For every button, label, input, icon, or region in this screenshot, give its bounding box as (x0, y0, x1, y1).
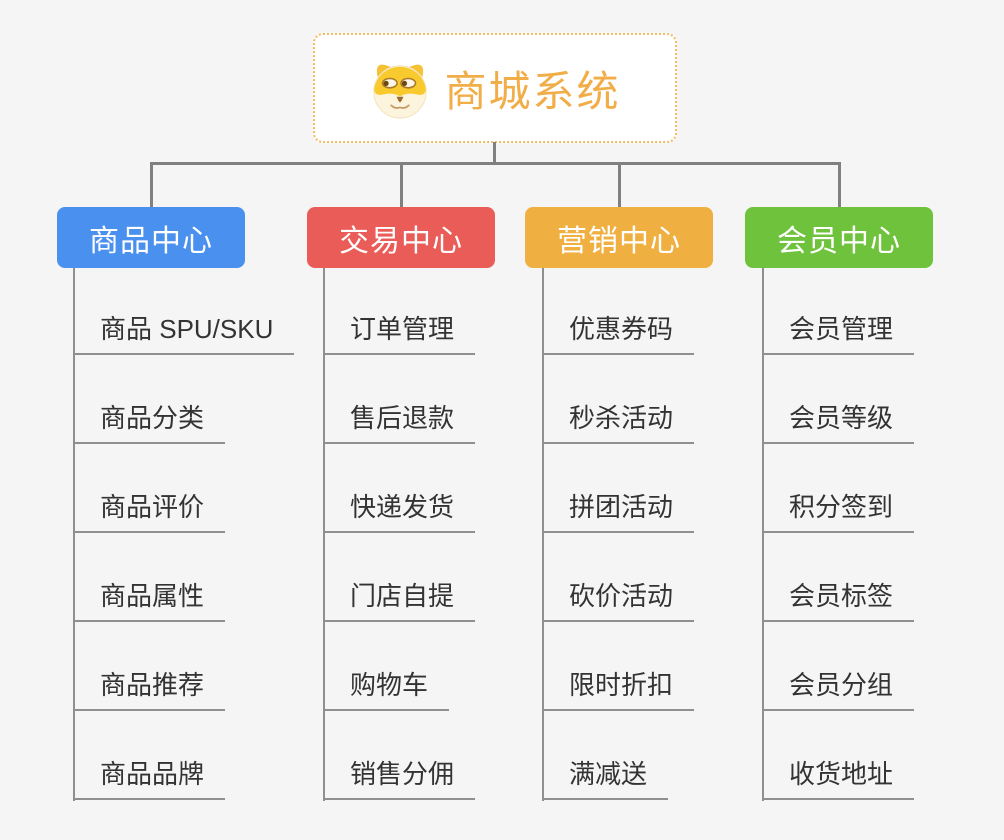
leaf-node[interactable]: 订单管理 (323, 314, 476, 355)
branch-node-product-center[interactable]: 商品中心 (57, 207, 245, 268)
leaf-node[interactable]: 商品推荐 (73, 670, 226, 711)
branch-trunk-line (73, 268, 75, 801)
leaf-node[interactable]: 优惠券码 (542, 314, 695, 355)
leaf-node[interactable]: 售后退款 (323, 403, 476, 444)
leaf-node[interactable]: 拼团活动 (542, 492, 695, 533)
root-node[interactable]: 商城系统 (313, 33, 677, 143)
branch-drop-line (618, 162, 621, 208)
leaf-node[interactable]: 商品属性 (73, 581, 226, 622)
branch-trunk-line (542, 268, 544, 801)
leaf-node[interactable]: 快递发货 (323, 492, 476, 533)
root-node-label: 商城系统 (444, 67, 621, 115)
leaf-node[interactable]: 积分签到 (762, 492, 915, 533)
leaf-node[interactable]: 满减送 (542, 759, 669, 800)
branch-node-marketing-center[interactable]: 营销中心 (525, 207, 713, 268)
leaf-node[interactable]: 门店自提 (323, 581, 476, 622)
leaf-node[interactable]: 会员管理 (762, 314, 915, 355)
leaf-node[interactable]: 砍价活动 (542, 581, 695, 622)
leaf-node[interactable]: 销售分佣 (323, 759, 476, 800)
branch-node-trade-center[interactable]: 交易中心 (307, 207, 495, 268)
branch-node-member-center[interactable]: 会员中心 (745, 207, 933, 268)
branch-drop-line (838, 162, 841, 208)
doge-icon (373, 64, 428, 119)
branch-drop-line (400, 162, 403, 208)
branch-bus-line (150, 162, 841, 165)
leaf-node[interactable]: 商品评价 (73, 492, 226, 533)
leaf-node[interactable]: 秒杀活动 (542, 403, 695, 444)
leaf-node[interactable]: 会员分组 (762, 670, 915, 711)
leaf-node[interactable]: 收货地址 (762, 759, 915, 800)
leaf-node[interactable]: 商品分类 (73, 403, 226, 444)
leaf-node[interactable]: 会员标签 (762, 581, 915, 622)
leaf-node[interactable]: 购物车 (323, 670, 450, 711)
leaf-node[interactable]: 会员等级 (762, 403, 915, 444)
branch-trunk-line (762, 268, 764, 801)
root-connector-line (493, 142, 496, 163)
leaf-node[interactable]: 商品品牌 (73, 759, 226, 800)
branch-drop-line (150, 162, 153, 208)
branch-trunk-line (323, 268, 325, 801)
leaf-node[interactable]: 限时折扣 (542, 670, 695, 711)
leaf-node[interactable]: 商品 SPU/SKU (73, 314, 295, 355)
